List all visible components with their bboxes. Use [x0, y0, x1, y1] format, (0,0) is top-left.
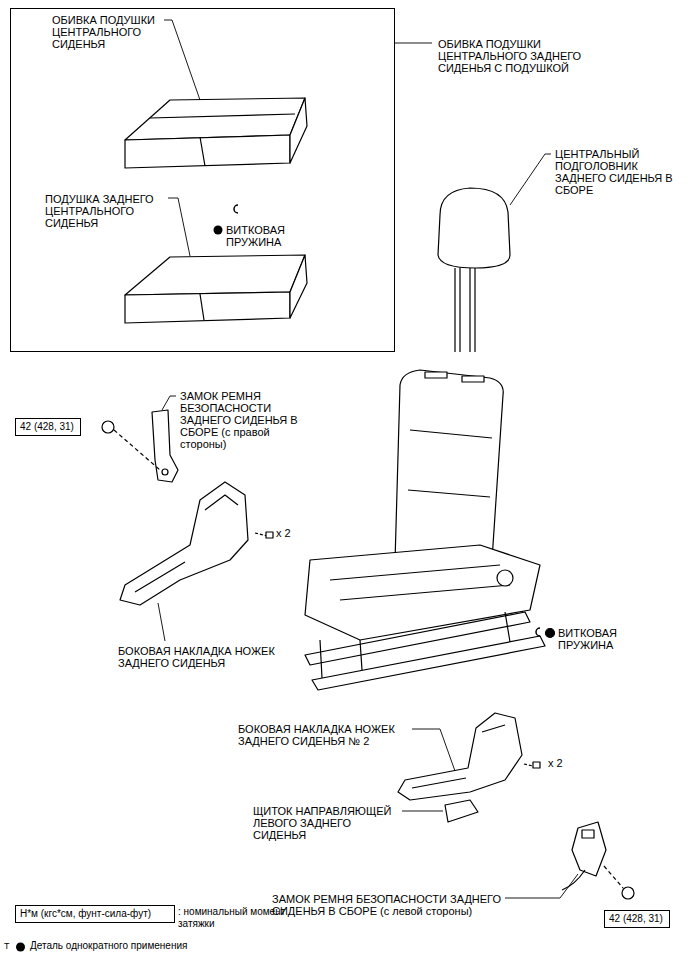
- seat-belt-buckle: [152, 410, 178, 482]
- cover-detail: [412, 725, 505, 788]
- cushion-seam: [200, 137, 205, 166]
- seat-leg: [320, 612, 510, 678]
- cushion-pad-front: [125, 292, 290, 323]
- seat-rail: [305, 612, 530, 665]
- headrest-guide: [425, 372, 447, 378]
- buckle-button: [582, 830, 594, 838]
- bolt: [533, 762, 540, 768]
- quantity: x 2: [276, 527, 291, 539]
- seat-belt-buckle: [572, 822, 606, 876]
- legend-text: Деталь однократного применения: [30, 940, 187, 952]
- cushion-cover-side: [290, 98, 307, 163]
- legend-dot: [16, 943, 25, 952]
- torque-value: 42 (428, 31): [20, 421, 76, 433]
- leg-side-cover: [120, 482, 248, 605]
- nut: [102, 421, 114, 433]
- cover-detail: [135, 495, 238, 592]
- bolt-hole: [162, 469, 168, 475]
- leader-line: [168, 198, 190, 256]
- part-name: ВИТКОВАЯ ПРУЖИНА: [558, 627, 638, 651]
- torque-box: 42 (428, 31): [15, 418, 81, 436]
- part-name: ЗАМОК РЕМНЯ БЕЗОПАСНОСТИ ЗАДНЕГО СИДЕНЬЯ…: [180, 390, 315, 450]
- assembly-line: [604, 866, 623, 888]
- seat-back-seam: [408, 430, 492, 497]
- torque-value: 42 (428, 31): [609, 913, 665, 925]
- recliner: [497, 570, 513, 586]
- cushion-cover: [125, 98, 305, 140]
- cushion-seam: [200, 294, 204, 320]
- part-name: ПОДУШКА ЗАДНЕГО ЦЕНТРАЛЬНОГО СИДЕНЬЯ: [45, 193, 165, 229]
- leader-line: [164, 20, 200, 100]
- headrest-posts: [455, 268, 475, 352]
- nut: [622, 887, 634, 899]
- leader-line: [162, 396, 176, 410]
- leader-line: [505, 874, 578, 898]
- legend-sample-box: Н*м (кгс*см, фунт-сила-фут): [15, 905, 175, 923]
- leader-line: [412, 729, 455, 771]
- headrest-guide: [462, 376, 484, 382]
- leader-line: [158, 603, 165, 641]
- assembly-frame: ОБИВКА ПОДУШКИ ЦЕНТРАЛЬНОГО ЗАДНЕГО СИДЕ…: [10, 8, 395, 352]
- part-name: ВИТКОВАЯ ПРУЖИНА: [226, 224, 306, 248]
- legend-text: : номинальный момент затяжки: [178, 906, 288, 930]
- seat-frame-detail: [330, 565, 510, 600]
- part-name: БОКОВАЯ НАКЛАДКА НОЖЕК ЗАДНЕГО СИДЕНЬЯ: [118, 645, 293, 669]
- leader-line: [402, 811, 443, 812]
- cushion-pad-side: [290, 255, 307, 318]
- legend-unit: Н*м (кгс*см, фунт-сила-фут): [20, 908, 170, 920]
- leader-line: [510, 154, 551, 205]
- part-name: ЦЕНТРАЛЬНЫЙ ПОДГОЛОВНИК ЗАДНЕГО СИДЕНЬЯ …: [555, 148, 683, 196]
- single-use-mark: [546, 629, 555, 638]
- part-name: ОБИВКА ПОДУШКИ ЦЕНТРАЛЬНОГО СИДЕНЬЯ: [52, 14, 164, 50]
- guide-cover: [445, 800, 478, 822]
- cushion-cover-front: [125, 135, 290, 168]
- seat-rail: [312, 636, 545, 690]
- cushion-pad: [125, 255, 305, 295]
- leg-side-cover: [398, 713, 522, 800]
- figure-code: T: [4, 940, 10, 952]
- assembly-line: [524, 764, 533, 766]
- assembly-heading: ОБИВКА ПОДУШКИ ЦЕНТРАЛЬНОГО ЗАДНЕГО СИДЕ…: [438, 38, 613, 74]
- coil-spring: [536, 628, 540, 636]
- coil-spring: [234, 205, 238, 213]
- leader-line: [395, 43, 432, 44]
- bolt: [266, 532, 273, 538]
- seat-back: [395, 370, 503, 570]
- assembly-line: [114, 430, 160, 470]
- legend-swatch: [15, 941, 27, 953]
- part-name: ЗАМОК РЕМНЯ БЕЗОПАСНОСТИ ЗАДНЕГО СИДЕНЬЯ…: [272, 893, 504, 917]
- quantity: x 2: [548, 757, 563, 769]
- part-name: ЩИТОК НАПРАВЛЯЮЩЕЙ ЛЕВОГО ЗАДНЕГО СИДЕНЬ…: [253, 805, 401, 841]
- cushion-seam: [150, 114, 295, 118]
- torque-box: 42 (428, 31): [604, 910, 670, 928]
- headrest: [438, 188, 510, 268]
- part-name: БОКОВАЯ НАКЛАДКА НОЖЕК ЗАДНЕГО СИДЕНЬЯ №…: [238, 723, 410, 747]
- single-use-mark: [214, 226, 223, 235]
